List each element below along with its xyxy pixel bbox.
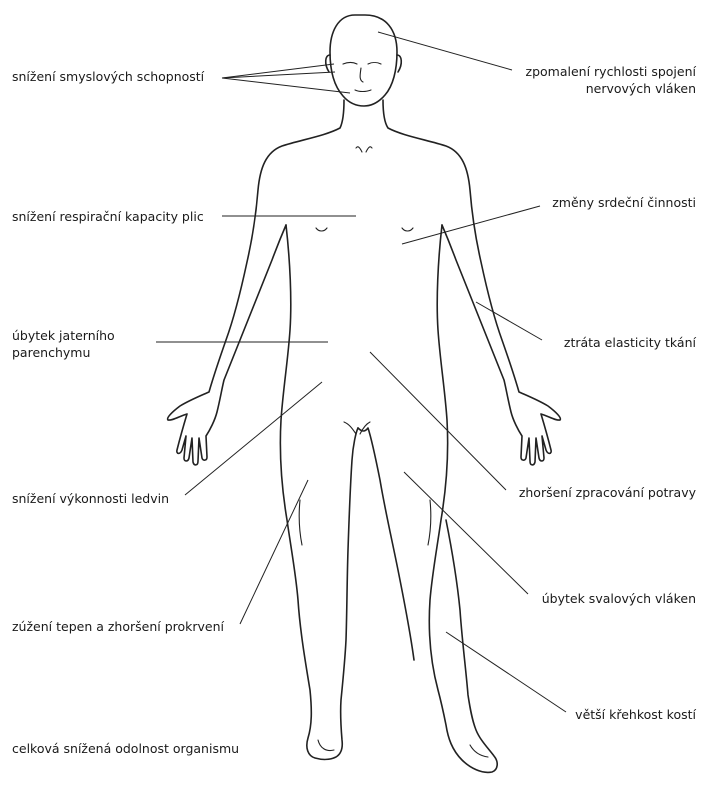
legs-outline [280,225,497,772]
label-kidney: snížení výkonnosti ledvin [12,490,169,507]
label-muscle: úbytek svalových vláken [500,590,696,607]
label-nerve-line-2: nervových vláken [500,80,696,97]
label-bones: větší křehkost kostí [520,706,696,723]
torso-and-arms-outline [168,100,561,465]
label-digestion: zhoršení zpracování potravy [480,484,696,501]
label-liver-line-1: úbytek jaterního [12,327,115,344]
leader-lines [156,32,566,712]
label-arteries: zúžení tepen a zhoršení prokrvení [12,618,224,635]
label-heart: změny srdeční činnosti [500,194,696,211]
label-immunity: celková snížená odolnost organismu [12,740,239,757]
head-outline [326,15,402,106]
label-respiration: snížení respirační kapacity plic [12,208,204,225]
label-tissue: ztráta elasticity tkání [500,334,696,351]
label-liver-line-2: parenchymu [12,344,90,361]
label-nerve-line-1: zpomalení rychlosti spojení [500,63,696,80]
label-senses: snížení smyslových schopností [12,68,204,85]
